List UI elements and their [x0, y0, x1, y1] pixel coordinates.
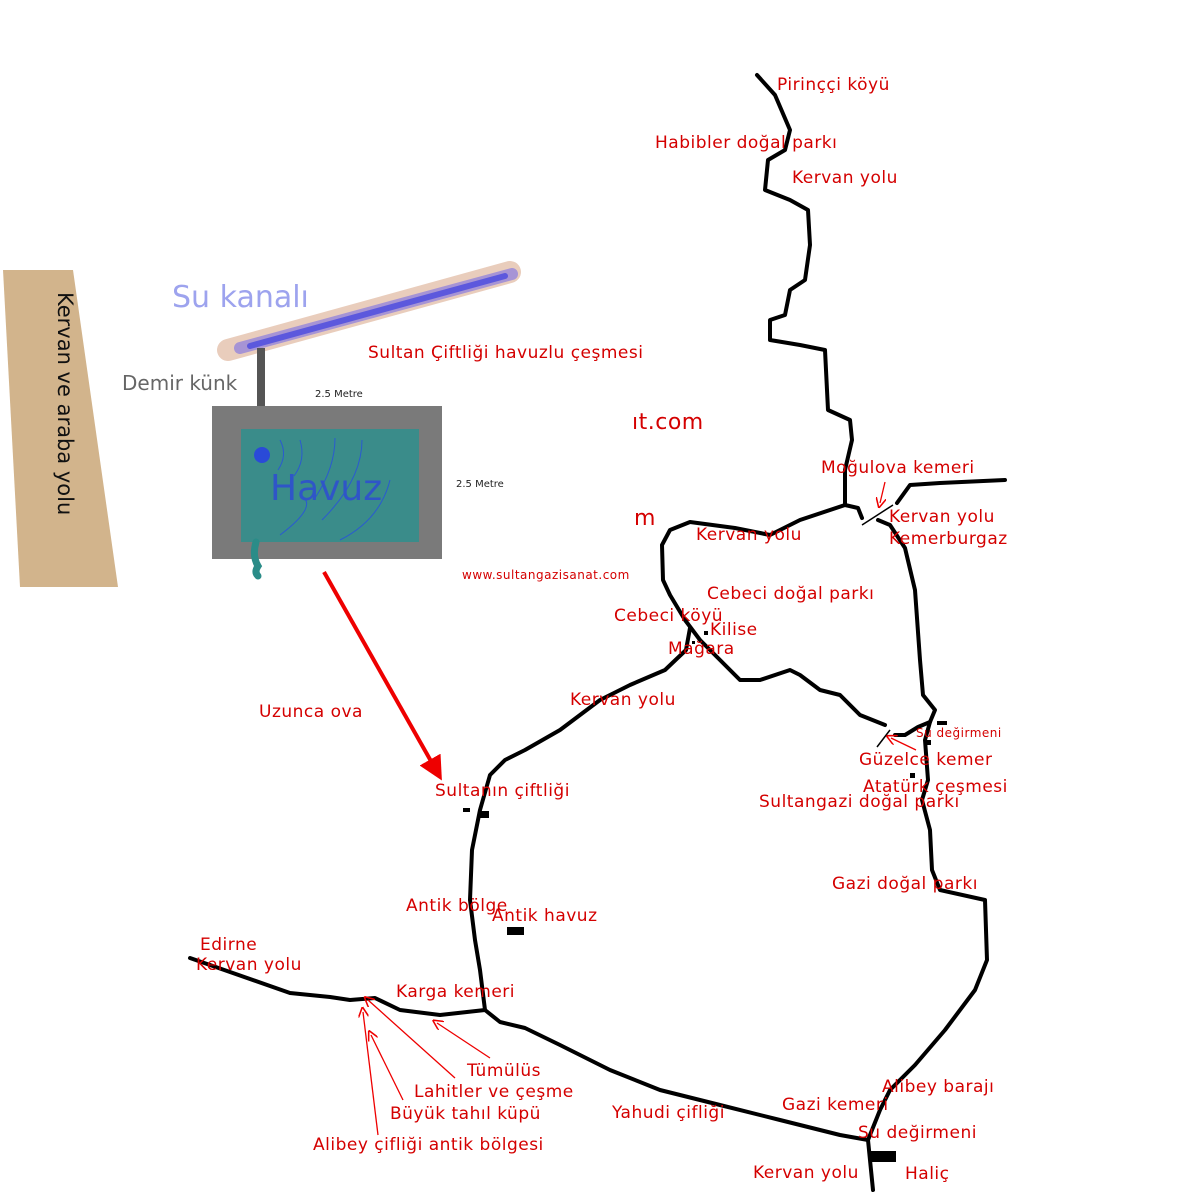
place-label: Pirinççi köyü	[777, 75, 890, 95]
place-label: Cebeci köyü	[614, 606, 724, 626]
height-dimension: 2.5 Metre	[456, 479, 504, 490]
site-markers	[463, 631, 947, 1162]
road-edirne	[188, 956, 487, 1017]
place-label: Sultanın çiftliği	[435, 781, 570, 801]
fountain-title: Sultan Çiftliği havuzlu çeşmesi	[368, 343, 644, 363]
watermark-fragment: m	[634, 506, 656, 531]
pipe-label: Demir künk	[122, 371, 238, 395]
road-south	[866, 720, 989, 1192]
pool-label: Havuz	[270, 468, 383, 509]
roads	[188, 73, 1007, 1192]
watermark-fragment: ıt.com	[632, 410, 704, 435]
iron-pipe	[257, 348, 265, 448]
place-label: Alibey barajı	[882, 1077, 995, 1097]
place-label: Lahitler ve çeşme	[414, 1082, 574, 1102]
place-label: Sultangazi doğal parkı	[759, 792, 960, 812]
place-label: Su değirmeni	[916, 726, 1002, 740]
place-label: Karga kemeri	[396, 982, 515, 1002]
place-label: Haliç	[905, 1164, 950, 1184]
road-east	[876, 518, 937, 737]
water-ripples	[254, 437, 391, 541]
place-label: Moğulova kemeri	[821, 458, 975, 478]
road-kemerburgaz	[843, 503, 864, 520]
place-label: Kervan yolu	[889, 507, 995, 527]
place-label: Kervan yolu	[753, 1163, 859, 1183]
place-label: Mağara	[668, 639, 735, 659]
place-label: Gazi doğal parkı	[832, 874, 978, 894]
place-label: Antik bölge	[406, 896, 508, 916]
pool-water	[241, 429, 419, 542]
place-label: Güzelce kemer	[859, 750, 993, 770]
place-label: Kervan yolu	[570, 690, 676, 710]
place-label: Gazi kemeri	[782, 1095, 889, 1115]
place-label: Tümülüs	[467, 1061, 542, 1081]
road-cebeci-loop	[660, 503, 887, 727]
place-label: Kilise	[710, 620, 758, 640]
arch-ticks	[861, 504, 894, 748]
place-label: Su değirmeni	[858, 1123, 977, 1143]
label-arrows	[363, 481, 917, 1136]
place-label: Kervan yolu	[696, 525, 802, 545]
pool-outflow	[250, 538, 263, 580]
place-label: Cebeci doğal parkı	[707, 584, 875, 604]
website-label: www.sultangazisanat.com	[462, 568, 630, 582]
place-label: Kervan yolu	[196, 955, 302, 975]
place-label: Kemerburgaz	[889, 529, 1008, 549]
road-northeast	[895, 478, 1007, 505]
place-label: Habibler doğal parkı	[655, 133, 838, 153]
water-canal	[217, 261, 521, 361]
road-west-loop	[468, 626, 870, 1142]
side-road-label: Kervan ve araba yolu	[53, 292, 77, 516]
place-label: Uzunca ova	[259, 702, 363, 722]
width-dimension: 2.5 Metre	[315, 389, 363, 400]
place-label: Antik havuz	[492, 906, 598, 926]
canal-label: Su kanalı	[172, 280, 309, 315]
pointer-arrow	[322, 571, 442, 781]
place-label: Büyük tahıl küpü	[390, 1104, 541, 1124]
place-label: Atatürk çeşmesi	[863, 777, 1008, 797]
place-label: Edirne	[200, 935, 258, 955]
place-label: Yahudi çifliği	[612, 1103, 725, 1123]
side-road	[3, 270, 118, 587]
road-north	[755, 73, 854, 507]
place-label: Kervan yolu	[792, 168, 898, 188]
place-label: Alibey çifliği antik bölgesi	[313, 1135, 544, 1155]
